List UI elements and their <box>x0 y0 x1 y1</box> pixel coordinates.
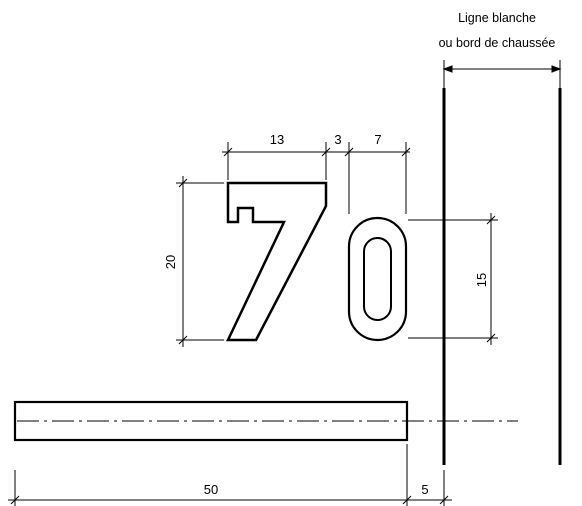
dim-digit7-height: 20 <box>163 255 178 269</box>
line-label-2: ou bord de chaussée <box>439 36 556 50</box>
digit-zero-inner <box>363 237 392 321</box>
bottom-dimension-chain <box>8 444 452 506</box>
digit0-height-dimension <box>408 213 498 345</box>
digit-seven-outline <box>226 181 328 342</box>
dim-digit0-height: 15 <box>474 273 489 287</box>
top-dimension-chain <box>222 142 411 214</box>
dim-offset: 5 <box>421 482 428 497</box>
dim-bar-length: 50 <box>204 482 218 497</box>
dim-gap: 3 <box>334 132 341 147</box>
dim-digit0-width: 7 <box>374 132 381 147</box>
dim-digit7-width: 13 <box>270 132 284 147</box>
digit-zero-outer <box>347 216 408 342</box>
line-width-dimension <box>442 60 562 88</box>
digit7-height-dimension <box>176 176 224 347</box>
line-label-1: Ligne blanche <box>458 11 536 25</box>
